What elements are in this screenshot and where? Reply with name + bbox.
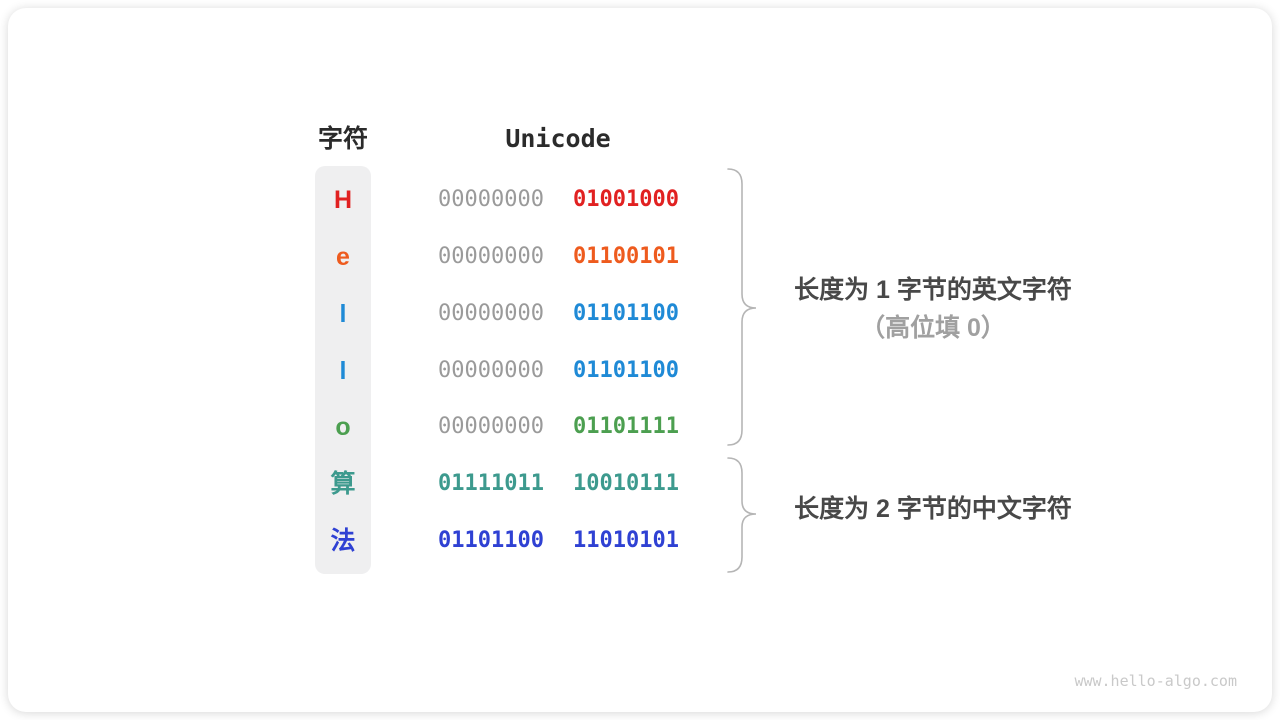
char-cell: H	[333, 186, 353, 214]
char-cell: l	[339, 357, 347, 385]
byte-high: 00000000	[438, 414, 544, 439]
annotation-english-chars: 长度为 1 字节的英文字符 （高位填 0）	[773, 271, 1093, 347]
char-cell: e	[336, 243, 350, 271]
table-row: l 00000000 01101100	[8, 355, 1272, 387]
annotation-line: 长度为 1 字节的英文字符	[794, 276, 1072, 304]
byte-high: 00000000	[438, 187, 544, 212]
char-column-background	[315, 166, 371, 574]
watermark-url: www.hello-algo.com	[1074, 672, 1237, 690]
table-row: 算 01111011 10010111	[8, 468, 1272, 500]
byte-high: 00000000	[438, 358, 544, 383]
annotation-high-bits-note: （高位填 0）	[860, 314, 1006, 342]
byte-high: 00000000	[438, 301, 544, 326]
byte-low: 01001000	[573, 187, 679, 212]
table-row: H 00000000 01001000	[8, 184, 1272, 216]
byte-high: 00000000	[438, 244, 544, 269]
annotation-chinese-chars: 长度为 2 字节的中文字符	[773, 490, 1093, 528]
byte-low: 01101100	[573, 301, 679, 326]
table-row: e 00000000 01100101	[8, 241, 1272, 273]
char-cell: l	[339, 300, 347, 328]
table-row: o 00000000 01101111	[8, 411, 1272, 443]
curly-brace-2-byte-icon	[727, 457, 757, 573]
annotation-line: 长度为 2 字节的中文字符	[794, 495, 1072, 523]
byte-low: 10010111	[573, 471, 679, 496]
byte-low: 01101111	[573, 414, 679, 439]
byte-high: 01101100	[438, 528, 544, 553]
char-cell: o	[335, 413, 351, 441]
table-row: l 00000000 01101100	[8, 298, 1272, 330]
byte-low: 11010101	[573, 528, 679, 553]
column-header-char: 字符	[317, 125, 368, 153]
char-cell: 算	[330, 470, 356, 498]
byte-low: 01101100	[573, 358, 679, 383]
char-cell: 法	[330, 527, 356, 555]
diagram-card: 字符 Unicode H 00000000 01001000 e 0000000…	[8, 8, 1272, 712]
byte-high: 01111011	[438, 471, 544, 496]
column-header-unicode: Unicode	[505, 124, 611, 153]
byte-low: 01100101	[573, 244, 679, 269]
table-row: 法 01101100 11010101	[8, 525, 1272, 557]
curly-brace-1-byte-icon	[727, 168, 757, 446]
